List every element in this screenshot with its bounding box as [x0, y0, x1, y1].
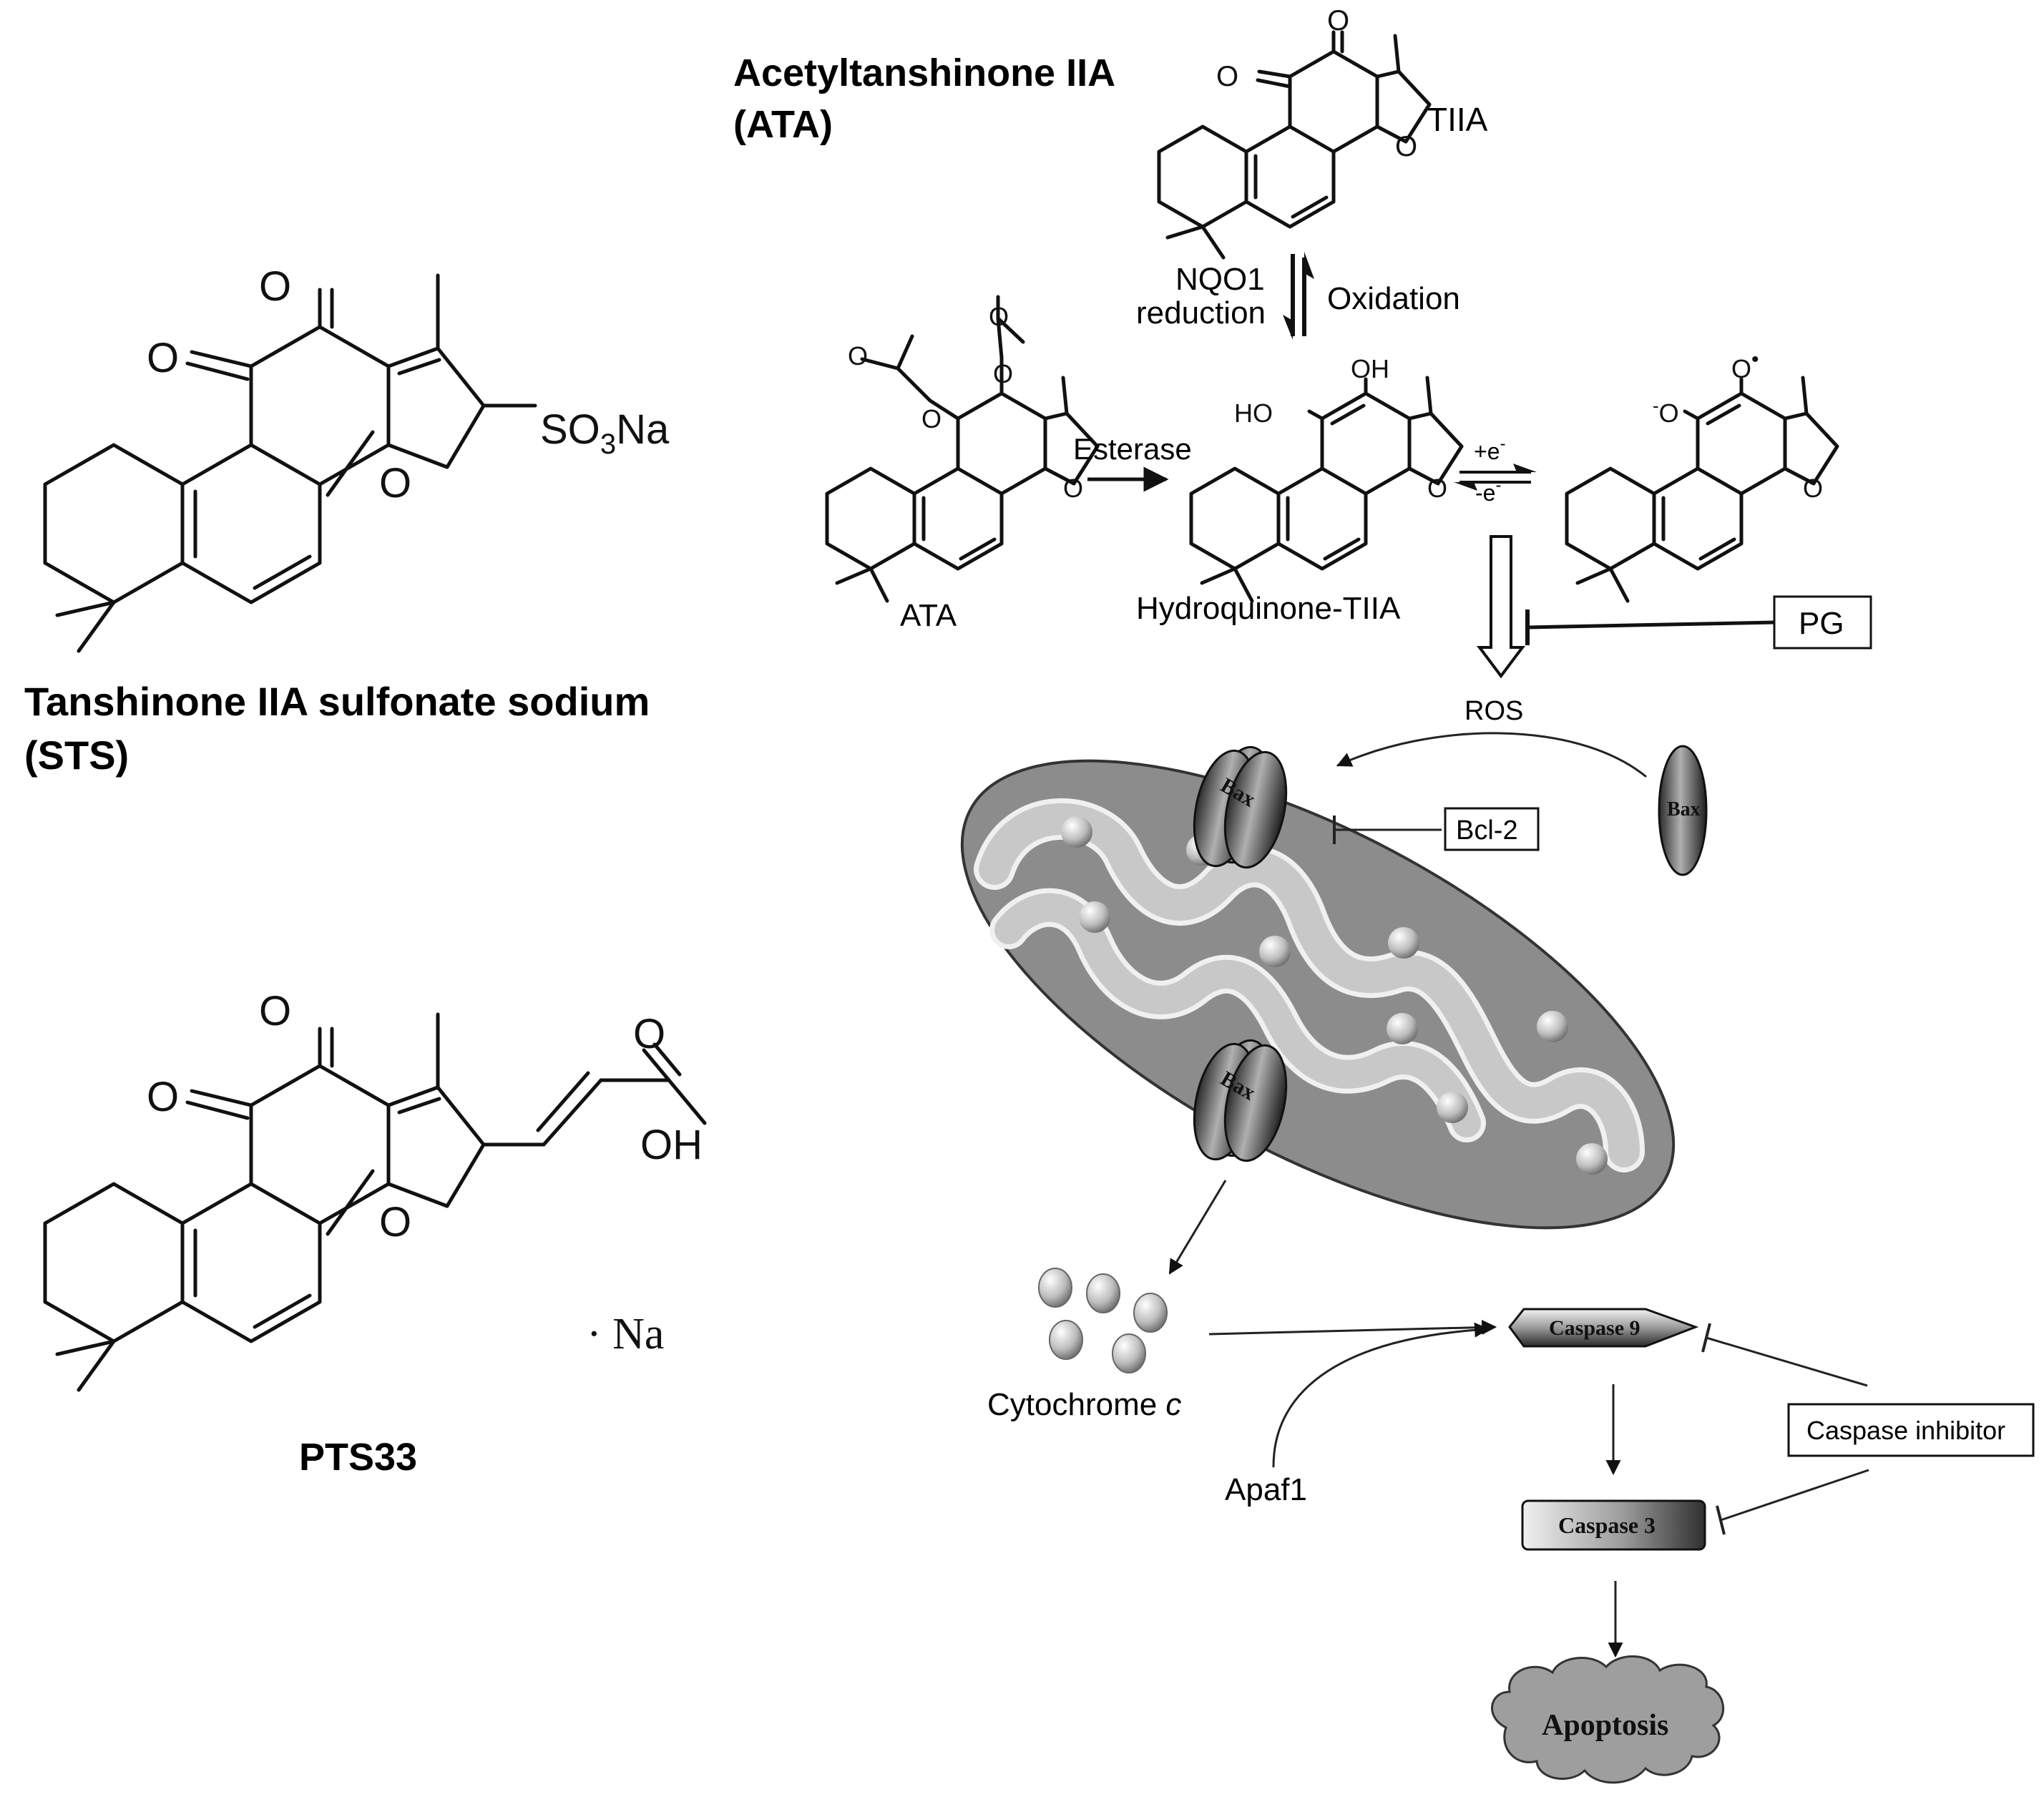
pg-inhibition-line: [1527, 620, 1775, 630]
ata-label: ATA: [900, 598, 957, 633]
ata-furan-o: O: [1063, 474, 1083, 503]
pts33-ketone-o1: O: [147, 1074, 179, 1120]
oxidation-label: Oxidation: [1327, 281, 1460, 316]
reduction-label: reduction: [1136, 295, 1266, 330]
pg-box: [1773, 595, 1872, 650]
apoptosis-label: Apoptosis: [1542, 1709, 1668, 1742]
hq-ho-group: HO: [1234, 398, 1273, 428]
tiia-furan-o: O: [1395, 131, 1417, 162]
pts33-furan-o: O: [379, 1199, 411, 1245]
sts-furan-o: O: [379, 460, 411, 506]
sts-ketone-o1: O: [147, 335, 179, 381]
hq-furan-o: O: [1427, 474, 1447, 503]
caspase-inhibitor-label: Caspase inhibitor: [1806, 1416, 2005, 1445]
ros-hollow-arrow: [1477, 535, 1525, 679]
nqo1-label: NQO1: [1175, 262, 1265, 297]
hydroquinone-tiia-structure: HO OH O Hydroquinone-TIIA: [1136, 354, 1464, 626]
bcl2-label: Bcl-2: [1456, 816, 1518, 846]
tiia-label: TIIA: [1427, 101, 1488, 138]
sts-ketone-o2: O: [259, 263, 291, 310]
apaf1-label: Apaf1: [1225, 1472, 1307, 1507]
caspase9-inhibition-bar: [1701, 1323, 1711, 1353]
ata-structure: O O O O O ATA: [825, 295, 1100, 633]
semiquinone-furan-o: O: [1803, 474, 1823, 503]
tiia-ketone-o2: O: [1327, 5, 1349, 36]
pts33-carbonyl-o: O: [633, 1011, 665, 1057]
electron-transfer-arrows: [1454, 464, 1537, 491]
ata-caption-line2: (ATA): [733, 103, 833, 146]
pts33-sodium-salt: · Na: [587, 1310, 664, 1358]
semiquinone-o-radical: O•: [1731, 348, 1759, 383]
pts33-structure: O O O O OH · Na: [43, 988, 707, 1392]
apoptosis-cloud: Apoptosis: [1491, 1655, 1725, 1784]
caspase3-node: Caspase 3: [1521, 1499, 1706, 1551]
minus-e-label: -e-: [1475, 476, 1501, 506]
bax-free-label: Bax: [1667, 798, 1701, 821]
caspase9-label: Caspase 9: [1549, 1316, 1640, 1340]
sts-caption-line2: (STS): [24, 733, 129, 778]
pg-label: PG: [1799, 606, 1844, 641]
ata-carbonyl-o2: O: [989, 302, 1009, 331]
pts33-ketone-o2: O: [259, 988, 291, 1034]
sts-sulfonate-group: SO3Na: [540, 406, 670, 460]
caspase9-inhibition-line: [1706, 1336, 1868, 1387]
bax-channel-top: Bax: [1193, 745, 1288, 869]
ata-carbonyl-o1: O: [848, 341, 868, 371]
pts33-hydroxyl: OH: [640, 1122, 703, 1168]
ata-ester-o1: O: [921, 404, 942, 434]
caspase-inhibitor-box: [1787, 1403, 2035, 1457]
pts-caption: PTS33: [299, 1436, 417, 1479]
bax-channel-bottom: Bax: [1193, 1039, 1288, 1162]
ros-label: ROS: [1464, 696, 1523, 726]
ata-ester-o2: O: [993, 359, 1013, 388]
bcl2-box: [1444, 807, 1540, 851]
hq-oh-group: OH: [1351, 354, 1389, 383]
caspase9-node: Caspase 9: [1508, 1308, 1699, 1348]
hydroquinone-tiia-label: Hydroquinone-TIIA: [1136, 591, 1401, 626]
caspase3-inhibition-line: [1720, 1469, 1869, 1522]
tiia-structure: O O O TIIA: [1157, 5, 1488, 260]
caspase3-inhibition-bar: [1716, 1505, 1726, 1535]
cytochrome-c-particles: [1038, 1268, 1168, 1373]
cytochrome-to-caspase9-arrow: [1208, 1319, 1497, 1336]
mitochondrion: [960, 759, 1676, 1230]
plus-e-label: +e-: [1474, 434, 1505, 464]
caspase3-label: Caspase 3: [1558, 1512, 1656, 1538]
ata-caption-line1: Acetyltanshinone IIA: [733, 52, 1115, 94]
semiquinone-structure: -O O• O: [1565, 348, 1839, 603]
cytochrome-release-arrow: [1168, 1180, 1227, 1275]
nqo1-reversible-arrows: [1283, 252, 1314, 340]
sts-caption-line1: Tanshinone IIA sulfonate sodium: [24, 679, 650, 724]
apaf1-to-caspase9-arrow: [1272, 1322, 1490, 1468]
esterase-label: Esterase: [1073, 432, 1192, 466]
cytochrome-c-label: Cytochrome c: [987, 1387, 1181, 1422]
bax-translocation-arrow: [1336, 732, 1647, 778]
semiquinone-o-minus: -O: [1653, 395, 1679, 428]
tiia-ketone-o1: O: [1216, 61, 1238, 92]
bax-free: Bax: [1658, 745, 1708, 876]
sts-structure: O O O SO3Na: [43, 263, 670, 653]
